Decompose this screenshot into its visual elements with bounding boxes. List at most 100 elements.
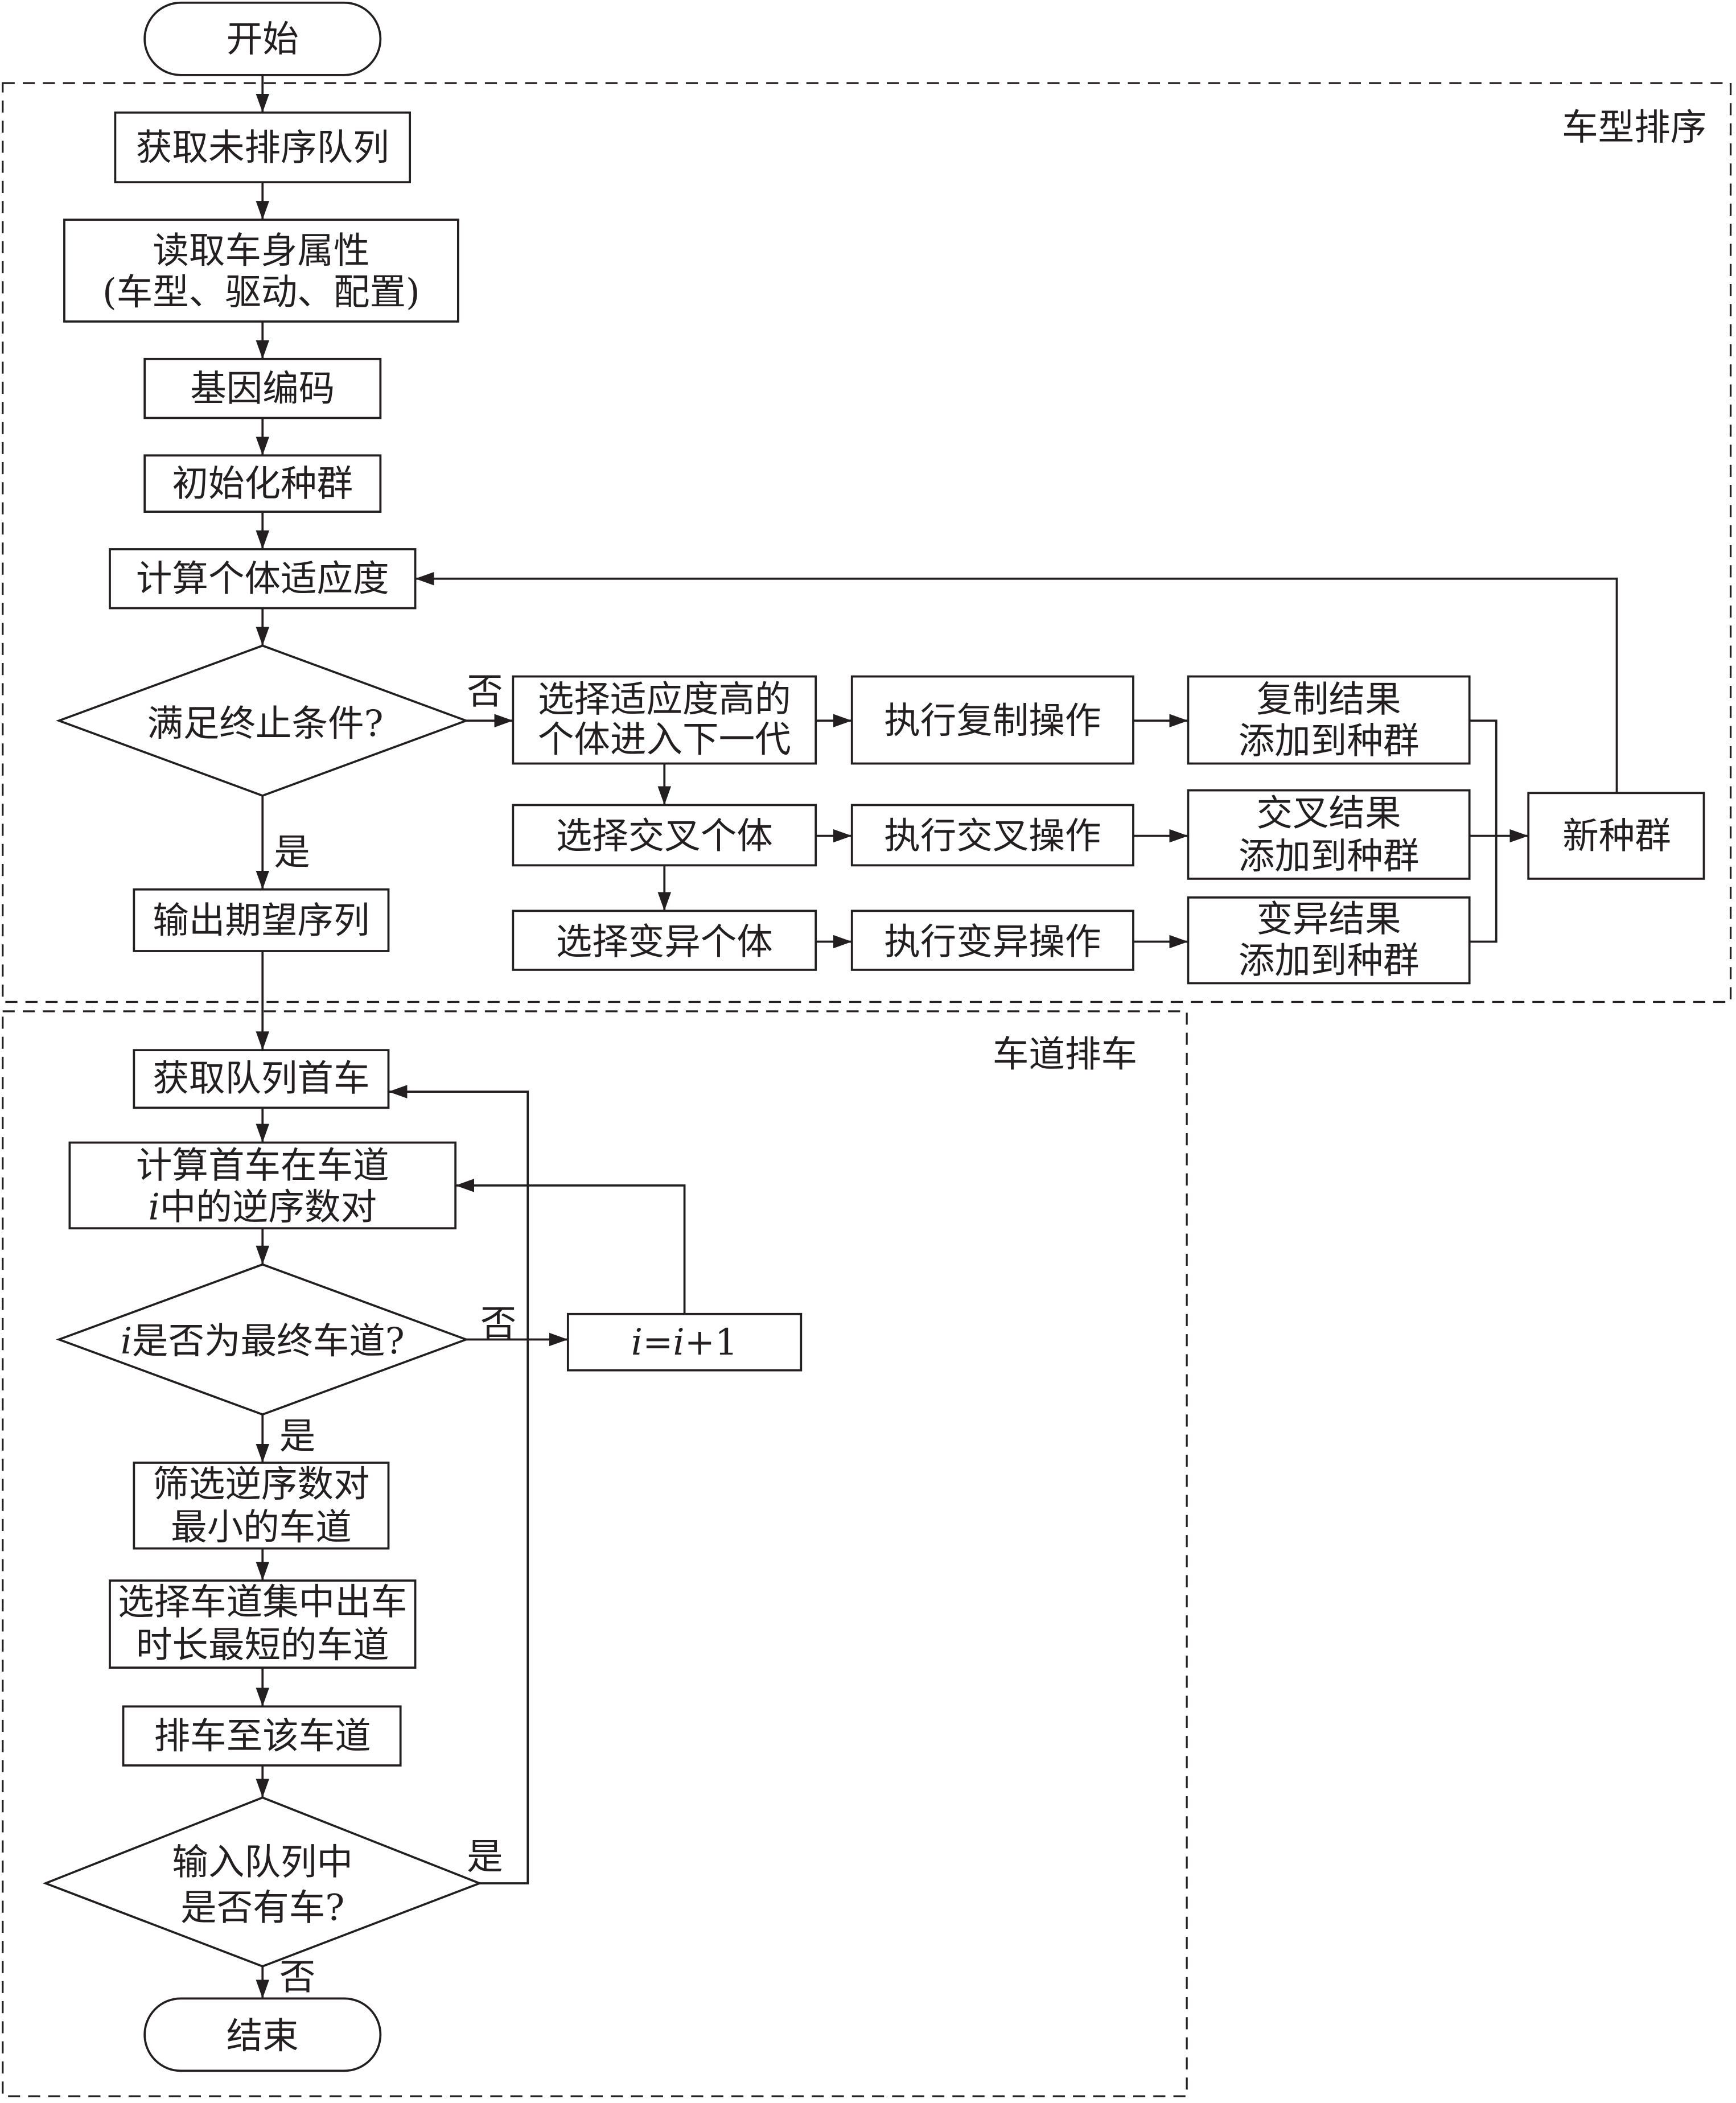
process-box [68,1141,457,1230]
node-init-population: 初始化种群 [143,454,382,513]
node-compute-fitness: 计算个体适应度 [109,548,417,610]
section-vehicle-type-sorting: 车型排序 [2,82,1732,1003]
process-box [133,888,390,952]
arrow-queue-check-yes-to-queue-head [388,1085,529,1884]
node-label: 执行变异操作 [884,921,1101,963]
node-increment-lane: i=i+1 [566,1312,803,1372]
node-select-crossover: 选择交叉个体 [512,804,817,867]
edge-label-last-lane-no: 否 [480,1302,517,1344]
lane-index-variable: i [673,1321,684,1363]
node-label: 输出期望序列 [153,899,369,941]
node-label-line2: (车型、驱动、配置) [102,271,420,313]
node-get-unsorted-queue: 获取未排序队列 [114,111,412,184]
arrow-new-population-to-fitness [415,571,1618,793]
edge-labels: 否 是 否 是 是 否 [274,670,516,1998]
node-label: 选择交叉个体 [556,815,773,857]
node-label: i是否为最终车道? [121,1320,405,1362]
node-label: 执行复制操作 [884,699,1101,742]
section-frame [2,82,1732,1003]
node-select-high-fitness: 选择适应度高的 个体进入下一代 [512,675,817,765]
node-compute-inversions: 计算首车在车道 i中的逆序数对 [68,1141,457,1230]
section-lane-dispatch: 车道排车 [2,1010,1188,2097]
decision-diamond [56,644,470,797]
node-label-line1: 计算首车在车道 [136,1145,389,1187]
process-box [850,909,1134,971]
process-box [63,219,459,323]
process-box [109,548,417,610]
process-box [512,804,817,867]
node-crossover-result: 交叉结果 添加到种群 [1187,789,1471,880]
node-gene-encoding: 基因编码 [143,357,382,419]
process-box [850,804,1134,867]
node-copy-result: 复制结果 添加到种群 [1187,675,1471,765]
node-label: 获取未排序队列 [136,126,389,168]
lane-index-variable: i [149,1186,160,1228]
process-box [1187,896,1471,985]
process-box [566,1312,803,1372]
equals-sign: = [643,1321,673,1363]
plus-one: +1 [685,1321,738,1363]
node-last-lane-check: i是否为最终车道? [56,1263,470,1416]
arrow-increment-to-compute-inversions [455,1179,686,1314]
node-label-line2: 最小的车道 [171,1506,352,1548]
node-label: i=i+1 [631,1321,738,1363]
process-box [122,1705,402,1767]
node-read-body-attributes: 读取车身属性 (车型、驱动、配置) [63,219,459,323]
node-label: 结束 [227,2015,299,2057]
node-label-line2: 是否有车? [180,1886,344,1928]
process-box [512,909,817,971]
lane-index-variable: i [631,1321,643,1363]
node-label-line1: 变异结果 [1257,898,1401,940]
node-label-line1: 读取车身属性 [153,229,369,271]
node-label-line1: 选择车道集中出车 [118,1581,407,1623]
node-termination-check: 满足终止条件? [56,644,470,797]
node-label-line2: 添加到种群 [1239,720,1420,762]
node-label: 新种群 [1562,815,1671,857]
node-filter-min-inversions: 筛选逆序数对 最小的车道 [133,1462,390,1550]
node-output-sequence: 输出期望序列 [133,888,390,952]
node-label: 基因编码 [190,368,335,410]
decision-diamond [42,1796,483,1968]
node-label-line2-rest: 中的逆序数对 [160,1186,377,1228]
node-dispatch-to-lane: 排车至该车道 [122,1705,402,1767]
node-exec-mutation: 执行变异操作 [850,909,1134,971]
edge-label-queue-yes: 是 [467,1836,503,1878]
node-mutation-result: 变异结果 添加到种群 [1187,896,1471,985]
merge-results-bracket [1469,719,1498,943]
node-label-line2: i中的逆序数对 [149,1186,377,1228]
node-get-queue-head: 获取队列首车 [133,1049,390,1109]
process-box [114,111,412,184]
node-label-rest: 是否为最终车道? [132,1320,405,1362]
node-label-line2: 添加到种群 [1239,939,1420,981]
node-label: 开始 [227,18,299,60]
edge-label-termination-yes: 是 [274,831,310,873]
node-label: 初始化种群 [172,463,353,505]
connectors [256,75,1618,1999]
node-label-line1: 复制结果 [1257,678,1401,721]
node-exec-copy: 执行复制操作 [850,675,1134,765]
node-label-line1: 输入队列中 [172,1841,353,1883]
node-label: 排车至该车道 [154,1715,371,1757]
node-queue-has-car: 输入队列中 是否有车? [42,1796,483,1968]
edge-label-queue-no: 否 [279,1956,316,1998]
process-box [850,675,1134,765]
node-label-line2: 添加到种群 [1239,835,1420,877]
process-box [143,454,382,513]
decision-diamond [56,1263,470,1416]
process-box [1527,792,1705,880]
process-box [133,1049,390,1109]
process-box [133,1462,390,1550]
node-new-population: 新种群 [1527,792,1705,880]
node-label: 执行交叉操作 [884,815,1101,857]
node-label-line1: 筛选逆序数对 [153,1463,369,1505]
section-title: 车型排序 [1562,106,1706,149]
section-title: 车道排车 [993,1033,1137,1075]
node-select-mutation: 选择变异个体 [512,909,817,971]
edge-label-last-lane-yes: 是 [279,1415,316,1457]
node-start: 开始 [143,1,382,76]
node-label-line2: 个体进入下一代 [538,718,791,760]
node-label: 计算个体适应度 [136,558,389,600]
terminal-shape [143,1,382,76]
node-label-line1: 交叉结果 [1257,792,1401,834]
